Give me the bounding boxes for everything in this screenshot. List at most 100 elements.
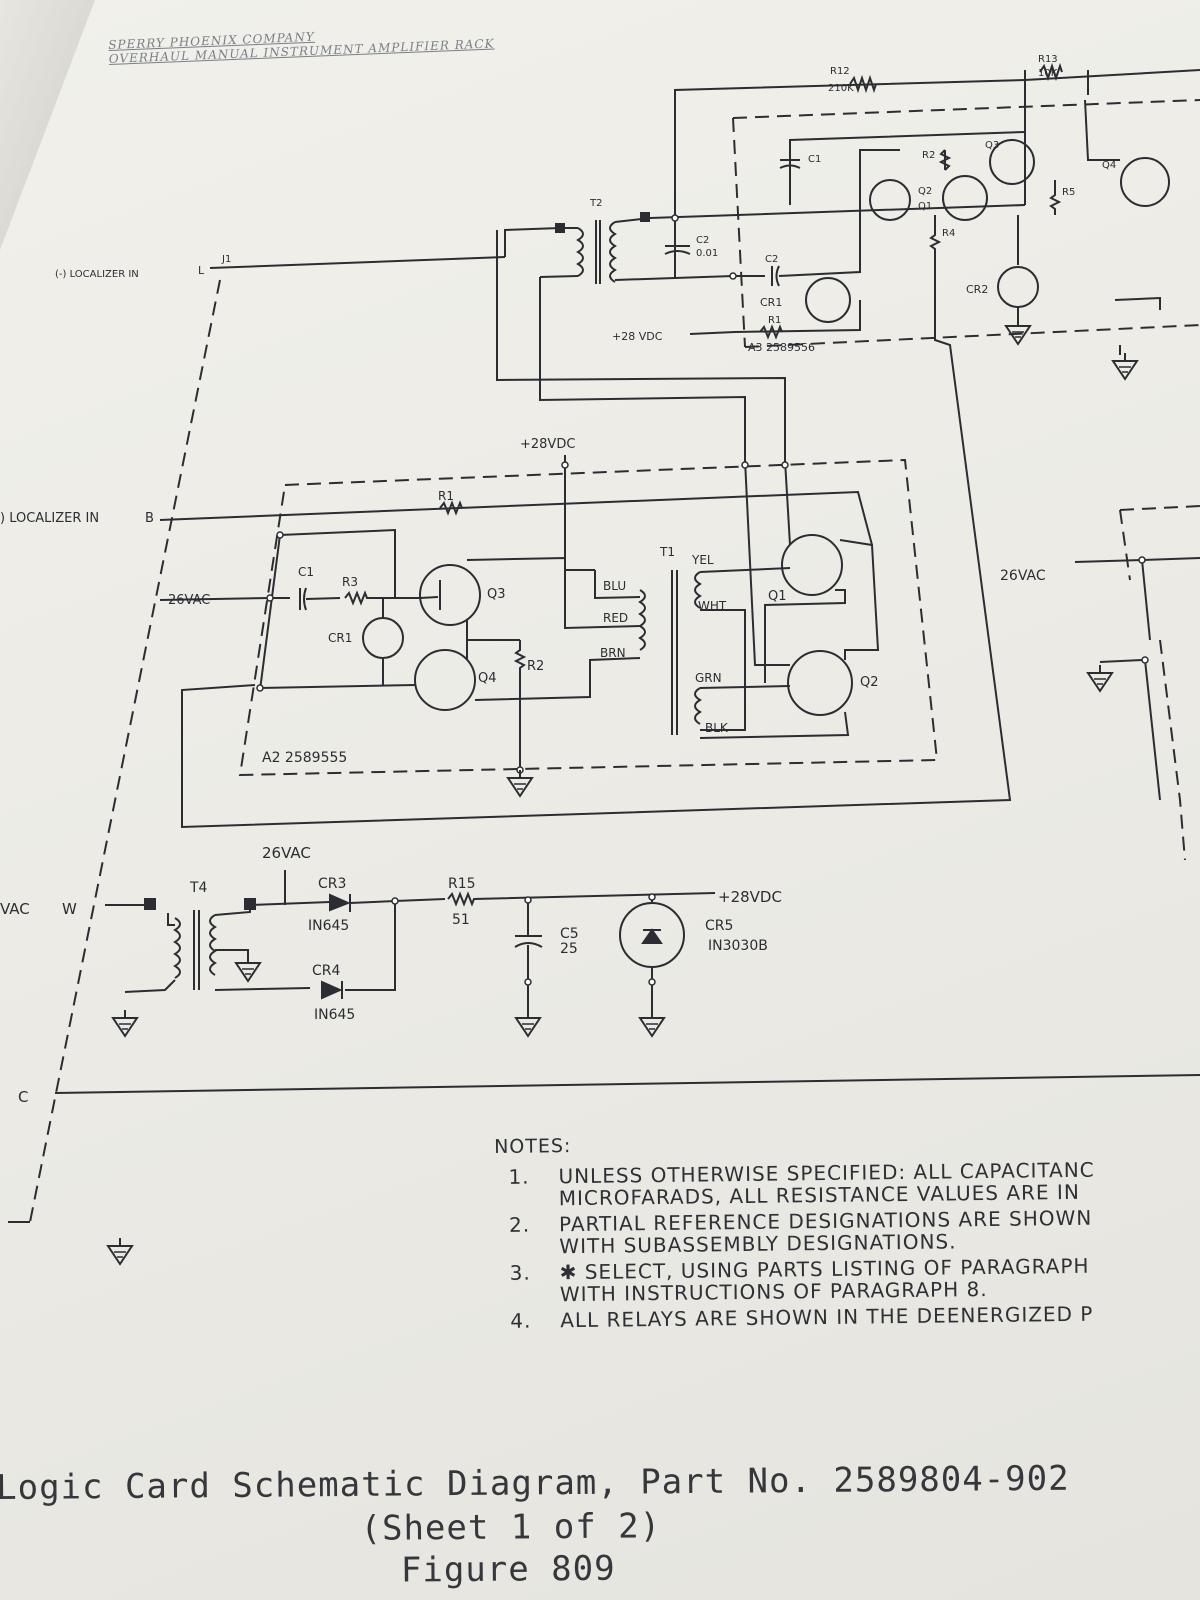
a2-q3-label: Q3 [487, 587, 506, 602]
power-supply-label: +28VDC [718, 888, 782, 906]
a2-q4-label: Q4 [478, 671, 497, 686]
notes-block: NOTES: 1. UNLESS OTHERWISE SPECIFIED: AL… [494, 1127, 1200, 1336]
c5-label: C5 [560, 926, 579, 942]
cr4-part: IN645 [314, 1007, 355, 1023]
localizer-l-line [209, 256, 506, 269]
cr3-part: IN645 [308, 918, 349, 934]
left-dashed-bus [29, 279, 221, 1223]
cr5-part: IN3030B [708, 938, 768, 954]
r12-value: 210K [828, 83, 854, 94]
a3-q1-symbol [869, 179, 911, 221]
a3-q4-label: Q4 [1102, 160, 1116, 171]
a3-cr1-symbol [805, 277, 851, 323]
a2-cr1-symbol [362, 617, 404, 659]
a2-q2-label: Q2 [860, 675, 879, 690]
c-pin-label: C [18, 1088, 28, 1106]
cr3-label: CR3 [318, 876, 346, 892]
a2-c1-label: C1 [298, 565, 314, 579]
a3-q2-label: Q2 [918, 186, 932, 197]
a3-r5-label: R5 [1062, 187, 1075, 198]
note-number: 4. [510, 1308, 532, 1333]
a3-r1-label: R1 [768, 315, 781, 326]
t2-label: T2 [589, 198, 602, 209]
a3-box-left [732, 117, 746, 348]
j1-label: J1 [221, 254, 231, 265]
a2-q3-symbol [419, 564, 481, 626]
cr5-ground-symbol [639, 1009, 665, 1037]
cr5-label: CR5 [705, 918, 733, 934]
a3-supply-label: +28 VDC [612, 330, 663, 343]
t1-lead-red: RED [603, 611, 628, 625]
r13-label: R13 [1038, 54, 1058, 65]
t2-lead-to-q1 [496, 230, 786, 460]
a2-dashed-box [238, 458, 939, 777]
vac-w-label: VAC [0, 900, 30, 918]
t1-secondary-b [694, 687, 702, 725]
note-item: 3. ✱ SELECT, USING PARTS LISTING OF PARA… [496, 1253, 1200, 1306]
a3-q2-symbol [942, 175, 988, 221]
a3-r4-label: R4 [942, 228, 955, 239]
t4-ground-symbol [112, 1009, 138, 1037]
vac-w-pin: W [62, 900, 77, 918]
a3-ground-symbol [1112, 352, 1138, 380]
t4-primary-coil [173, 917, 181, 979]
c-bus-line [54, 1074, 1200, 1094]
t1-lead-brn: BRN [600, 646, 626, 660]
a2-cr1-label: CR1 [328, 631, 352, 645]
right-ground-symbol [1087, 664, 1113, 692]
a2-vac-label: 26VAC [168, 593, 210, 608]
a2-assembly-label: A2 2589555 [262, 750, 347, 766]
t1-lead-yel: YEL [691, 553, 714, 567]
note-number: 3. [509, 1260, 531, 1285]
c5-value: 25 [560, 941, 578, 957]
t1-secondary-a [694, 571, 702, 609]
r12-label: R12 [830, 66, 850, 77]
right-vac-label: 26VAC [1000, 568, 1046, 584]
t1-lead-wht: WHT [698, 599, 727, 613]
a2-r3-label: R3 [342, 575, 358, 589]
r12-line [674, 79, 1026, 218]
a3-q3-label: Q3 [985, 140, 999, 151]
localizer-l-label: (-) LOCALIZER IN [55, 269, 139, 280]
a3-cr1-label: CR1 [760, 296, 782, 309]
localizer-b-label: ) LOCALIZER IN [0, 511, 99, 526]
a2-q4-symbol [414, 649, 476, 711]
r12-symbol [849, 74, 877, 94]
r13-value: 10K [1038, 68, 1058, 79]
localizer-l-pin: L [198, 264, 205, 277]
t4-center-ground-symbol [235, 954, 261, 982]
a2-q1-symbol [781, 534, 843, 596]
r15-label: R15 [448, 876, 476, 892]
a2-q2-symbol [787, 650, 853, 716]
a3-return-line [181, 260, 1012, 829]
cr4-label: CR4 [312, 963, 341, 979]
a3-assembly-label: A3 2589556 [748, 341, 815, 354]
t2-primary-lead [504, 227, 561, 257]
t4-secondary-coil [209, 914, 217, 976]
a2-r2-label: R2 [527, 659, 544, 674]
r15-value: 51 [452, 912, 470, 928]
a3-box-bottom [744, 324, 1200, 348]
a3-q1-label: Q1 [918, 201, 932, 212]
a3-q4-symbol [1120, 157, 1170, 207]
a3-cr2-label: CR2 [966, 283, 988, 296]
power-vac-label: 26VAC [262, 844, 311, 862]
cr2-ground-symbol [1005, 317, 1031, 345]
schematic-diagram: (-) LOCALIZER IN L J1 T2 R12 210K R13 10… [0, 54, 1200, 1265]
note-number: 2. [508, 1212, 531, 1237]
a3-cr2-symbol [997, 266, 1039, 308]
a2-q1-label: Q1 [768, 589, 787, 604]
t2-primary-coil [576, 227, 584, 277]
a3-c2a-label: C2 [696, 235, 709, 246]
bottom-ground-symbol [107, 1237, 133, 1265]
note-item: 4. ALL RELAYS ARE SHOWN IN THE DEENERGIZ… [496, 1301, 1200, 1333]
t2-lead-to-a2 [539, 277, 746, 460]
a2-ground-symbol [507, 769, 533, 797]
localizer-b-pin: B [145, 511, 154, 526]
r13-symbol [1039, 62, 1063, 82]
t1-primary-coil [638, 589, 646, 651]
t1-lead-blu: BLU [603, 579, 626, 593]
note-number: 1. [508, 1164, 530, 1189]
figure-caption: Logic Card Schematic Diagram, Part No. 2… [0, 1458, 1200, 1594]
t4-label: T4 [189, 880, 208, 896]
